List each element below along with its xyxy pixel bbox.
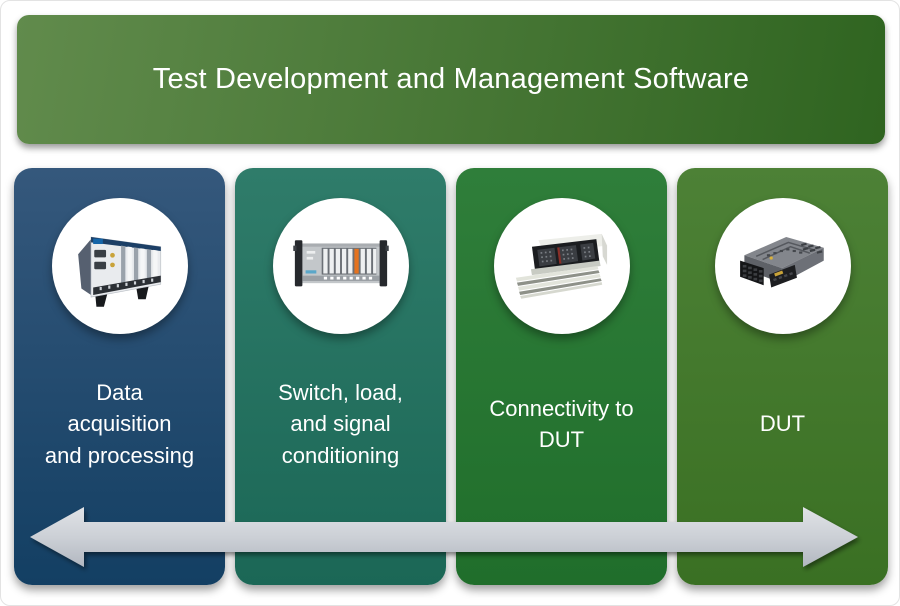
column-switch-load: Switch, load, and signal conditioning <box>235 168 446 585</box>
column-label: Switch, load, and signal conditioning <box>278 380 403 468</box>
column-label: Data acquisition and processing <box>44 380 195 468</box>
column-image-circle <box>272 198 409 334</box>
label-zone: Connectivity to DUT <box>456 344 667 504</box>
scxi-chassis-image <box>292 240 389 287</box>
mass-interconnect-image <box>515 233 607 299</box>
column-image-circle <box>51 198 188 334</box>
column-dut: DUT <box>677 168 888 585</box>
page-title: Test Development and Management Software <box>152 63 750 95</box>
header-banner: Test Development and Management Software <box>17 15 885 144</box>
column-connectivity: Connectivity to DUT <box>456 168 667 585</box>
label-zone: Data acquisition and processing <box>14 344 225 504</box>
column-image-circle <box>714 198 851 334</box>
column-image-circle <box>493 198 630 334</box>
pxi-chassis-image <box>77 236 161 307</box>
label-zone: DUT <box>677 344 888 504</box>
ecu-dut-image <box>739 237 824 288</box>
column-label: DUT <box>759 411 806 437</box>
stage-columns: Data acquisition and processing <box>14 168 888 585</box>
column-data-acquisition: Data acquisition and processing <box>14 168 225 585</box>
label-zone: Switch, load, and signal conditioning <box>235 344 446 504</box>
column-label: Connectivity to DUT <box>489 395 634 452</box>
